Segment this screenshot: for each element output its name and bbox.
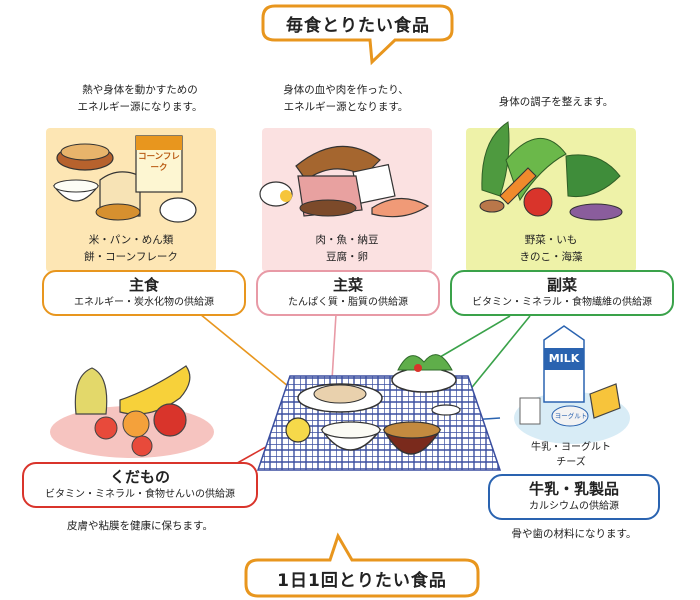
shushoku-items-line2: 餅・コーンフレーク xyxy=(84,251,178,263)
kudamono-name: くだもの xyxy=(109,468,170,486)
shushoku-description-line1: 熱や身体を動かすための xyxy=(82,84,198,96)
fukusai-label: 副菜 ビタミン・ミネラル・食物繊維の供給源 xyxy=(450,270,674,316)
kudamono-description: 皮膚や粘膜を健康に保ちます。 xyxy=(22,518,258,535)
gyunyu-items-line2: チーズ xyxy=(556,457,586,468)
fukusai-description-line1: 身体の調子を整えます。 xyxy=(498,96,614,108)
top-banner-frame xyxy=(261,4,454,66)
milk-carton-label: MILK xyxy=(548,352,580,365)
cereal-box-label: コーンフレーク xyxy=(138,152,180,173)
gyunyu-description-line1: 骨や歯の材料になります。 xyxy=(511,528,637,540)
shusai-description-line1: 身体の血や肉を作ったり、 xyxy=(283,84,409,96)
shushoku-description: 熱や身体を動かすための エネルギー源になります。 xyxy=(40,82,240,116)
shushoku-name: 主食 xyxy=(128,276,159,294)
gyunyu-label: 牛乳・乳製品 カルシウムの供給源 xyxy=(488,474,660,520)
shushoku-items-line1: 米・パン・めん類 xyxy=(88,234,174,246)
gyunyu-items-line1: 牛乳・ヨーグルト xyxy=(531,442,611,453)
kudamono-description-line1: 皮膚や粘膜を健康に保ちます。 xyxy=(67,520,213,532)
shusai-items-line1: 肉・魚・納豆 xyxy=(315,234,379,246)
bottom-banner-title: 1日1回とりたい食品 xyxy=(277,571,447,591)
shusai-role: たんぱく質・脂質の供給源 xyxy=(288,297,408,308)
yogurt-label: ヨーグルト xyxy=(554,412,588,420)
shusai-name: 主菜 xyxy=(332,276,363,294)
fukusai-items-line2: きのこ・海藻 xyxy=(519,251,583,263)
fruit-illustration xyxy=(50,365,214,458)
top-banner-title: 毎食とりたい食品 xyxy=(286,16,430,36)
shusai-description: 身体の血や肉を作ったり、 エネルギー源となります。 xyxy=(246,82,446,116)
kudamono-label: くだもの ビタミン・ミネラル・食物せんいの供給源 xyxy=(22,462,258,508)
gyunyu-items: 牛乳・ヨーグルト チーズ xyxy=(506,440,636,470)
shusai-items: 肉・魚・納豆 豆腐・卵 xyxy=(262,232,432,266)
dairy-illustration xyxy=(514,325,630,444)
fukusai-items-line1: 野菜・いも xyxy=(524,234,578,246)
bottom-banner-frame xyxy=(244,532,480,598)
shushoku-role: エネルギー・炭水化物の供給源 xyxy=(74,297,214,308)
shushoku-description-line2: エネルギー源になります。 xyxy=(77,101,203,113)
gyunyu-description: 骨や歯の材料になります。 xyxy=(488,526,660,543)
staple-food-illustration xyxy=(52,135,197,223)
fukusai-role: ビタミン・ミネラル・食物繊維の供給源 xyxy=(472,297,652,308)
shusai-label: 主菜 たんぱく質・脂質の供給源 xyxy=(256,270,440,316)
connector-shusai xyxy=(331,313,337,381)
gyunyu-name: 牛乳・乳製品 xyxy=(528,480,619,498)
fukusai-items: 野菜・いも きのこ・海藻 xyxy=(466,232,636,266)
gyunyu-role: カルシウムの供給源 xyxy=(529,501,619,512)
kudamono-role: ビタミン・ミネラル・食物せんいの供給源 xyxy=(45,489,235,500)
shushoku-items: 米・パン・めん類 餅・コーンフレーク xyxy=(46,232,216,266)
fukusai-description: 身体の調子を整えます。 xyxy=(456,94,656,111)
shusai-description-line2: エネルギー源となります。 xyxy=(283,101,409,113)
main-dish-illustration xyxy=(259,145,430,218)
tablecloth-illustration xyxy=(256,354,502,471)
shushoku-label: 主食 エネルギー・炭水化物の供給源 xyxy=(42,270,246,316)
fukusai-name: 副菜 xyxy=(546,276,577,294)
side-dish-illustration xyxy=(479,121,623,221)
shusai-items-line2: 豆腐・卵 xyxy=(326,251,368,263)
